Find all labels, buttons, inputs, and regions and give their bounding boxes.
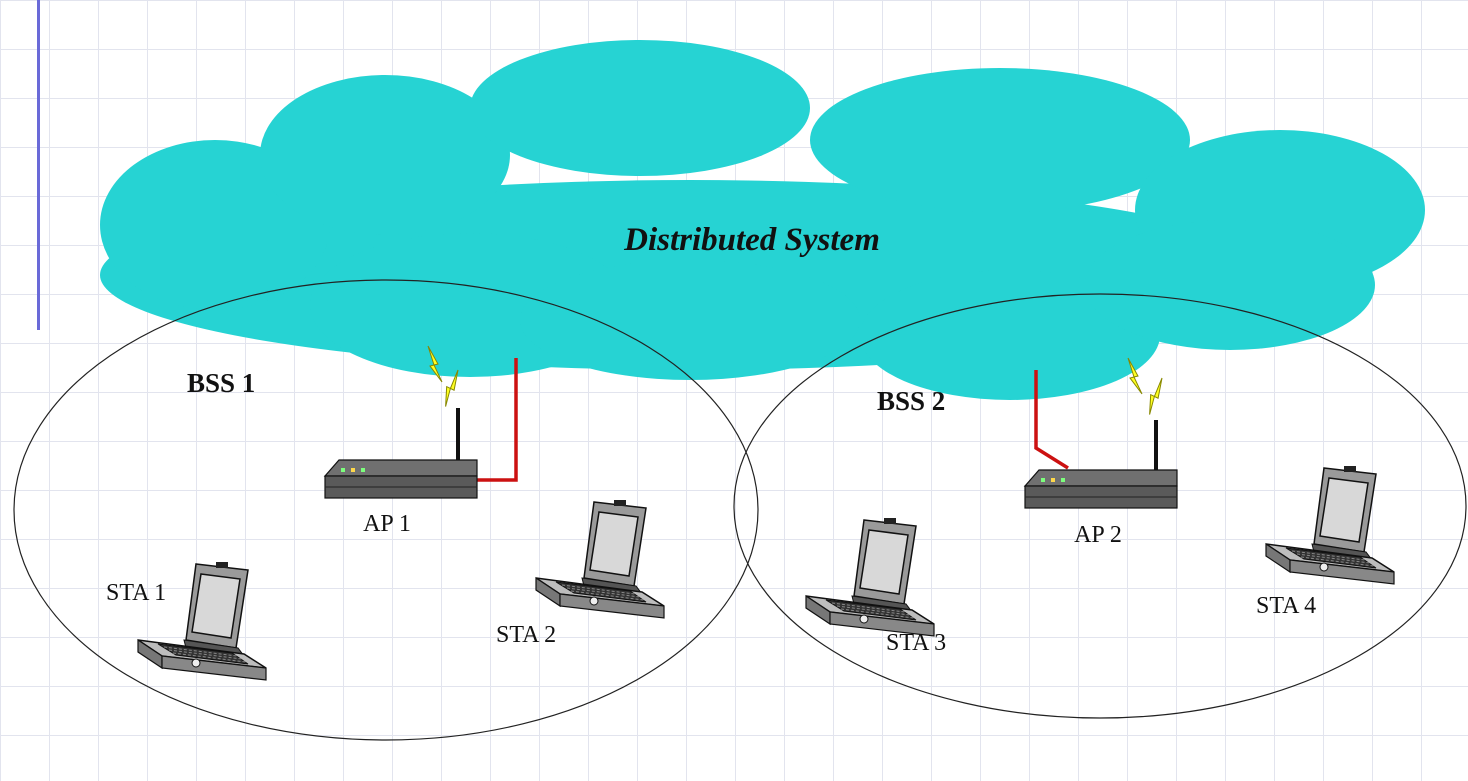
bss-1-boundary [13, 279, 759, 741]
cloud-label: Distributed System [623, 222, 880, 258]
distributed-system-cloud [100, 40, 1425, 400]
sta-1-label: STA 1 [106, 580, 166, 606]
sta-3-label: STA 3 [886, 630, 946, 656]
router-icon [1024, 469, 1178, 509]
laptop-icon [535, 499, 665, 619]
sta-2-label: STA 2 [496, 622, 556, 648]
sta-4-label: STA 4 [1256, 593, 1316, 619]
wireless-signal-icon [1138, 377, 1174, 416]
access-point-1 [324, 345, 518, 499]
laptop-icon [1265, 465, 1395, 585]
wired-link-2 [1034, 370, 1069, 470]
ap-1-label: AP 1 [363, 511, 411, 537]
access-point-2 [1024, 357, 1178, 509]
laptop-icon [805, 517, 935, 637]
router-icon [324, 459, 478, 499]
ap-2-label: AP 2 [1074, 522, 1122, 548]
accent-bar [37, 0, 40, 330]
wired-link-1 [476, 358, 518, 482]
bss-2-boundary [733, 293, 1467, 719]
bss-2-label: BSS 2 [877, 386, 945, 416]
bss-1-label: BSS 1 [187, 368, 255, 398]
